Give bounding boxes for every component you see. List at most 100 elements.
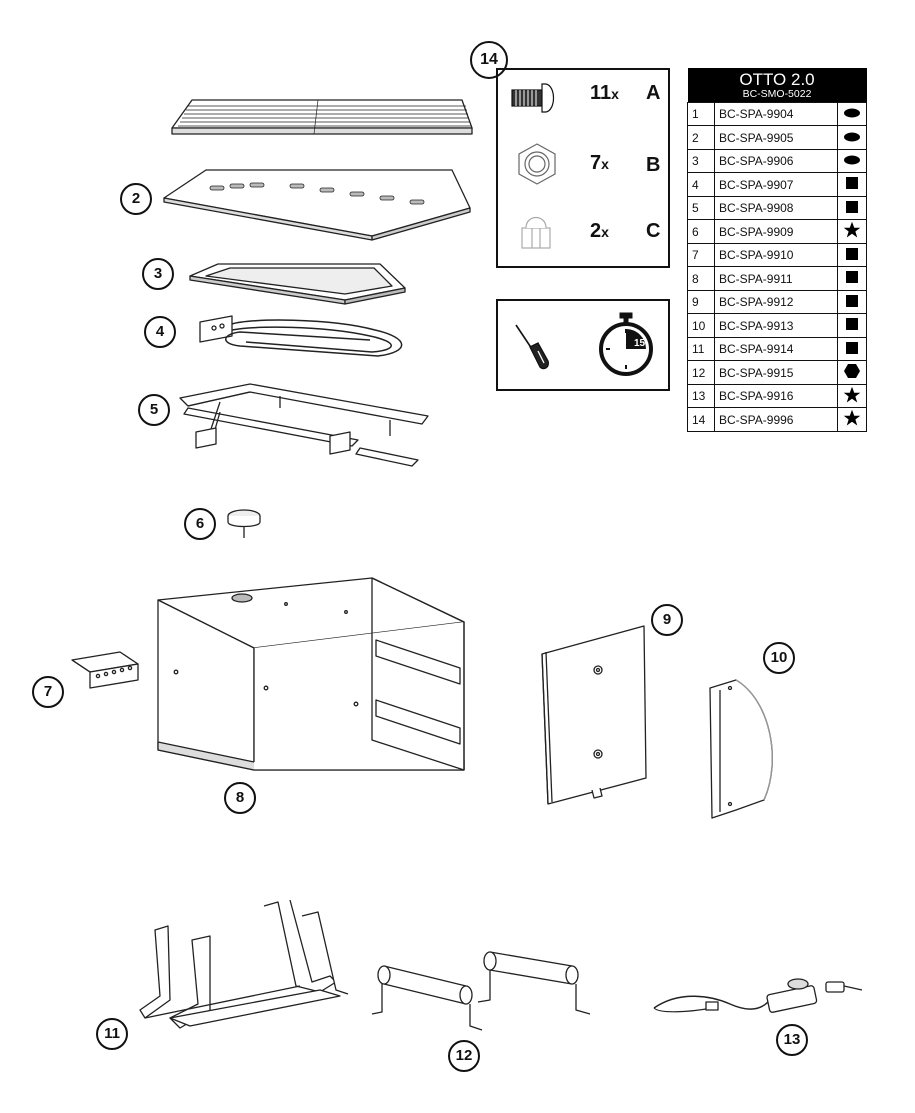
square-icon xyxy=(837,195,867,221)
square-icon xyxy=(837,313,867,338)
callout-12: 12 xyxy=(448,1040,480,1072)
ellipse-icon xyxy=(837,125,867,150)
hardware-a-qty: 11x xyxy=(590,82,619,104)
star-icon xyxy=(837,219,867,244)
drip-tray-part xyxy=(163,169,471,241)
callout-7: 7 xyxy=(32,676,64,708)
callout-3: 3 xyxy=(142,258,174,290)
part-number: 11 xyxy=(687,336,715,362)
small-bracket-part xyxy=(71,651,139,689)
hardware-c-qty: 2x xyxy=(590,220,609,242)
callout-10: 10 xyxy=(763,642,795,674)
part-code: BC-SPA-9916 xyxy=(714,383,838,409)
square-icon xyxy=(837,266,867,291)
hardware-b-letter: B xyxy=(646,154,661,176)
part-code: BC-SPA-9905 xyxy=(714,125,838,150)
callout-4: 4 xyxy=(144,316,176,348)
hardware-c-letter: C xyxy=(646,220,661,242)
hex-nut-icon xyxy=(518,143,556,185)
ellipse-icon xyxy=(837,148,867,174)
ellipse-icon xyxy=(837,101,867,127)
part-code: BC-SPA-9907 xyxy=(714,172,838,197)
part-code: BC-SPA-9913 xyxy=(714,313,838,338)
callout-11: 11 xyxy=(96,1018,128,1050)
part-number: 6 xyxy=(687,219,715,244)
knob-part xyxy=(227,509,261,538)
handles-part xyxy=(371,951,591,1031)
square-icon xyxy=(837,336,867,362)
callout-8: 8 xyxy=(224,782,256,814)
hardware-box: 11x A 7x B 2x C xyxy=(496,68,670,268)
part-number: 2 xyxy=(687,125,715,150)
part-number: 4 xyxy=(687,172,715,197)
screwdriver-icon xyxy=(515,324,550,370)
callout-9: 9 xyxy=(651,604,683,636)
back-panel-part xyxy=(541,625,647,805)
part-number: 1 xyxy=(687,101,715,127)
timer-minutes: 15 xyxy=(634,338,646,349)
part-number: 12 xyxy=(687,360,715,385)
part-code: BC-SPA-9908 xyxy=(714,195,838,221)
model-name: OTTO 2.0 xyxy=(739,70,815,89)
star-icon xyxy=(837,383,867,409)
square-icon xyxy=(837,242,867,268)
square-icon xyxy=(837,172,867,197)
callout-5: 5 xyxy=(138,394,170,426)
part-number: 10 xyxy=(687,313,715,338)
main-housing-part xyxy=(157,577,465,771)
part-number: 3 xyxy=(687,148,715,174)
part-code: BC-SPA-9914 xyxy=(714,336,838,362)
power-cord-part xyxy=(653,978,863,1013)
part-code: BC-SPA-9910 xyxy=(714,242,838,268)
part-code: BC-SPA-9909 xyxy=(714,219,838,244)
heating-element-part xyxy=(199,315,403,357)
cap-nut-icon xyxy=(521,216,551,249)
square-icon xyxy=(837,289,867,315)
stopwatch-icon: 15 xyxy=(599,312,653,376)
side-cover-part xyxy=(709,679,773,819)
tools-box: 15 xyxy=(496,299,670,391)
legs-part xyxy=(139,899,349,1029)
star-icon xyxy=(837,407,867,432)
parts-table-header: OTTO 2.0 BC-SMO-5022 xyxy=(687,68,867,103)
part-code: BC-SPA-9996 xyxy=(714,407,838,432)
part-code: BC-SPA-9906 xyxy=(714,148,838,174)
callout-2: 2 xyxy=(120,183,152,215)
part-number: 8 xyxy=(687,266,715,291)
bolt-icon xyxy=(511,83,555,113)
grill-grate-part xyxy=(171,99,473,135)
callout-14: 14 xyxy=(470,41,508,79)
callout-6: 6 xyxy=(184,508,216,540)
pan-part xyxy=(189,263,406,305)
callout-13: 13 xyxy=(776,1024,808,1056)
hexagon-icon xyxy=(837,360,867,385)
element-bracket-part xyxy=(179,383,429,467)
part-code: BC-SPA-9904 xyxy=(714,101,838,127)
part-number: 5 xyxy=(687,195,715,221)
model-code: BC-SMO-5022 xyxy=(742,87,812,100)
part-number: 9 xyxy=(687,289,715,315)
part-number: 13 xyxy=(687,383,715,409)
part-number: 14 xyxy=(687,407,715,432)
hardware-a-letter: A xyxy=(646,82,661,104)
hardware-b-qty: 7x xyxy=(590,152,609,174)
part-code: BC-SPA-9912 xyxy=(714,289,838,315)
part-code: BC-SPA-9911 xyxy=(714,266,838,291)
